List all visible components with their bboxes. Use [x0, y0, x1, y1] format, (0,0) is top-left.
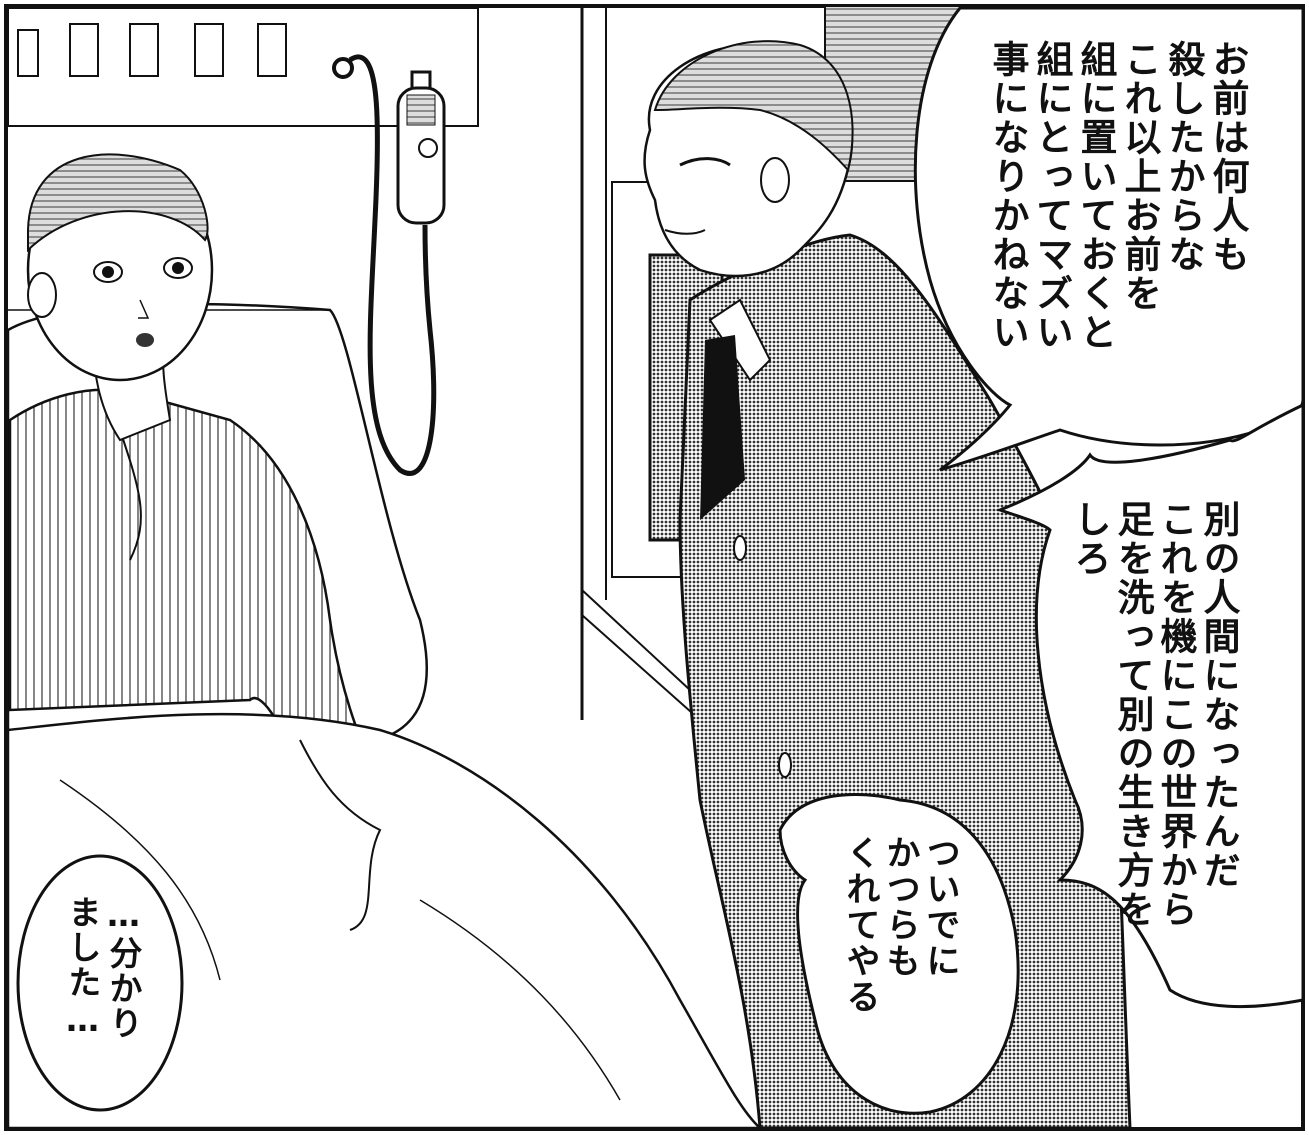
necktie	[700, 335, 745, 520]
speech-text-patient: …分かり ました…	[63, 895, 143, 1041]
head-bandage	[27, 153, 209, 253]
ear	[27, 272, 57, 318]
speech-bubble-patient	[16, 854, 184, 1112]
blanket	[6, 712, 764, 1130]
call-jack-icon	[332, 57, 354, 79]
speech-bubble-top	[913, 6, 1305, 472]
speech-text-boss-top: お前は何人も 殺したからな これ以上お前を 組に置いておくと 組にとってマズい …	[986, 40, 1249, 352]
mouth	[136, 333, 154, 347]
speech-text-boss-bottom: ついでに かつらも くれてやる	[840, 835, 960, 1015]
speech-bubble-bottom	[778, 792, 1020, 1115]
boss-ear	[760, 157, 790, 203]
boss-eye	[679, 157, 731, 167]
boss-hair	[653, 40, 854, 173]
suit-button	[733, 535, 747, 561]
patient-hand	[299, 739, 382, 931]
wall-unit	[7, 7, 479, 127]
speech-bubble-middle	[995, 402, 1305, 1009]
speech-text-boss-middle: 別の人間になったんだ これを機にこの世界から 足を洗って別の生き方を しろ	[1068, 500, 1240, 929]
call-cord	[348, 54, 437, 476]
